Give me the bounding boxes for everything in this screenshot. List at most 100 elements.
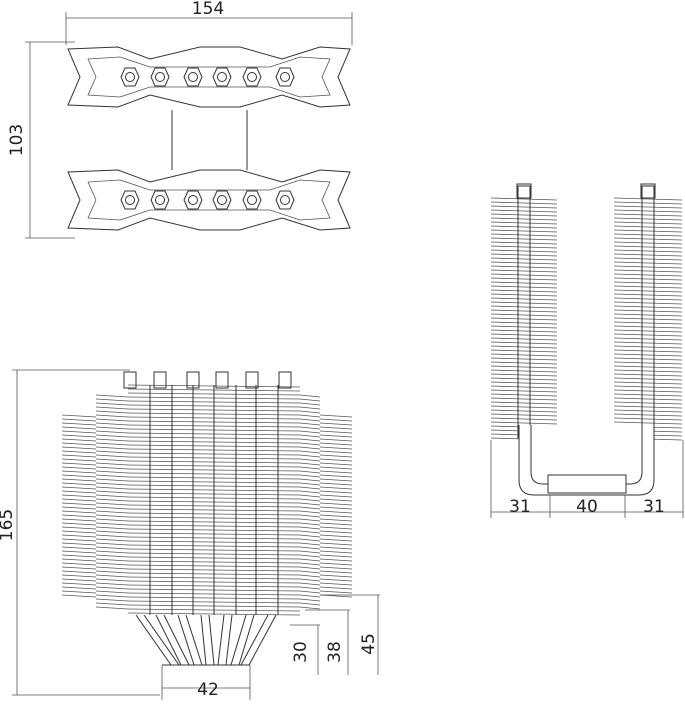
dim-label-31-right: 31 bbox=[643, 497, 665, 517]
fin-line bbox=[61, 506, 97, 510]
fin-line bbox=[95, 414, 129, 418]
fin-line bbox=[299, 554, 321, 558]
fin-line bbox=[299, 434, 321, 438]
nut-icon bbox=[183, 67, 203, 87]
fin-line bbox=[61, 490, 97, 494]
fin-line bbox=[299, 526, 321, 530]
fin-line bbox=[613, 341, 683, 345]
nut-hole bbox=[217, 195, 227, 205]
fin-line bbox=[95, 518, 129, 522]
pipe-column bbox=[517, 185, 531, 439]
fin-line bbox=[613, 417, 683, 421]
fin-line bbox=[299, 394, 321, 398]
fin-line bbox=[490, 245, 558, 249]
fin-line bbox=[490, 209, 558, 213]
nut-icon bbox=[150, 67, 170, 87]
fin-line bbox=[490, 265, 558, 269]
fin-line bbox=[613, 285, 683, 289]
fin-line bbox=[61, 450, 97, 454]
fin-line bbox=[490, 325, 558, 329]
fin-line bbox=[95, 510, 129, 514]
fin-line bbox=[613, 229, 683, 233]
fin-line bbox=[299, 490, 321, 494]
nut-icon bbox=[150, 190, 170, 210]
heatpipe bbox=[217, 614, 233, 666]
nut-icon bbox=[242, 190, 262, 210]
fin-line bbox=[490, 393, 558, 397]
pipe-column bbox=[641, 185, 655, 439]
fin-line bbox=[95, 422, 129, 426]
fin-line bbox=[490, 369, 558, 373]
nut-icon bbox=[242, 67, 262, 87]
front-fin-stack bbox=[61, 371, 353, 616]
fin-line bbox=[61, 534, 97, 538]
fin-line bbox=[490, 221, 558, 225]
fin-line bbox=[61, 482, 97, 486]
fin-line bbox=[61, 458, 97, 462]
dim-label-31-left: 31 bbox=[509, 497, 531, 517]
fin-line bbox=[299, 582, 321, 586]
fin-line bbox=[613, 401, 683, 405]
fin-line bbox=[95, 434, 129, 438]
fin-block-outline bbox=[67, 46, 351, 108]
fin-line bbox=[490, 269, 558, 273]
fin-line bbox=[95, 402, 129, 406]
fin-line bbox=[319, 418, 353, 422]
fin-line bbox=[490, 289, 558, 293]
fin-line bbox=[299, 586, 321, 590]
fin-line bbox=[95, 466, 129, 470]
fin-line bbox=[61, 430, 97, 434]
fin-line bbox=[613, 345, 683, 349]
fin-line bbox=[319, 558, 353, 562]
fin-line bbox=[613, 325, 683, 329]
fin-line bbox=[613, 413, 683, 417]
dim-label-45: 45 bbox=[359, 633, 379, 655]
fin-line bbox=[490, 301, 558, 305]
fin-line bbox=[490, 305, 558, 309]
heatpipe bbox=[155, 614, 190, 666]
fin-line bbox=[490, 293, 558, 297]
fin-line bbox=[613, 289, 683, 293]
fin-line bbox=[319, 542, 353, 546]
fin-line bbox=[95, 506, 129, 510]
fin-line bbox=[299, 566, 321, 570]
fin-line bbox=[95, 454, 129, 458]
fin-line bbox=[613, 201, 683, 205]
fin-line bbox=[61, 530, 97, 534]
fin-line bbox=[319, 438, 353, 442]
fin-line bbox=[95, 526, 129, 530]
fin-line bbox=[95, 522, 129, 526]
nut-hole bbox=[247, 195, 257, 205]
nut-hole bbox=[280, 195, 290, 205]
fin-line bbox=[613, 305, 683, 309]
fin-block-upper bbox=[67, 46, 351, 108]
dimension-base-width: 42 bbox=[161, 665, 251, 700]
fin-line bbox=[613, 349, 683, 353]
fin-line bbox=[613, 409, 683, 413]
fin-line bbox=[95, 470, 129, 474]
fin-line bbox=[61, 578, 97, 582]
fin-line bbox=[299, 442, 321, 446]
fin-line bbox=[319, 450, 353, 454]
fin-line bbox=[613, 377, 683, 381]
fin-line bbox=[490, 237, 558, 241]
fin-line bbox=[490, 361, 558, 365]
fin-line bbox=[299, 506, 321, 510]
fin-line bbox=[61, 462, 97, 466]
fin-line bbox=[490, 309, 558, 313]
fin-line bbox=[319, 590, 353, 594]
fin-line bbox=[61, 438, 97, 442]
dim-label-103: 103 bbox=[7, 124, 27, 156]
fin-line bbox=[61, 526, 97, 530]
fin-line bbox=[490, 405, 558, 409]
pipe-cap bbox=[186, 371, 200, 389]
fin-line bbox=[299, 410, 321, 414]
fin-line bbox=[319, 470, 353, 474]
fin-line bbox=[613, 329, 683, 333]
fin-line bbox=[299, 446, 321, 450]
fin-line bbox=[613, 393, 683, 397]
fin-line bbox=[95, 478, 129, 482]
fin-line bbox=[490, 201, 558, 205]
u-heatpipe bbox=[518, 425, 655, 496]
